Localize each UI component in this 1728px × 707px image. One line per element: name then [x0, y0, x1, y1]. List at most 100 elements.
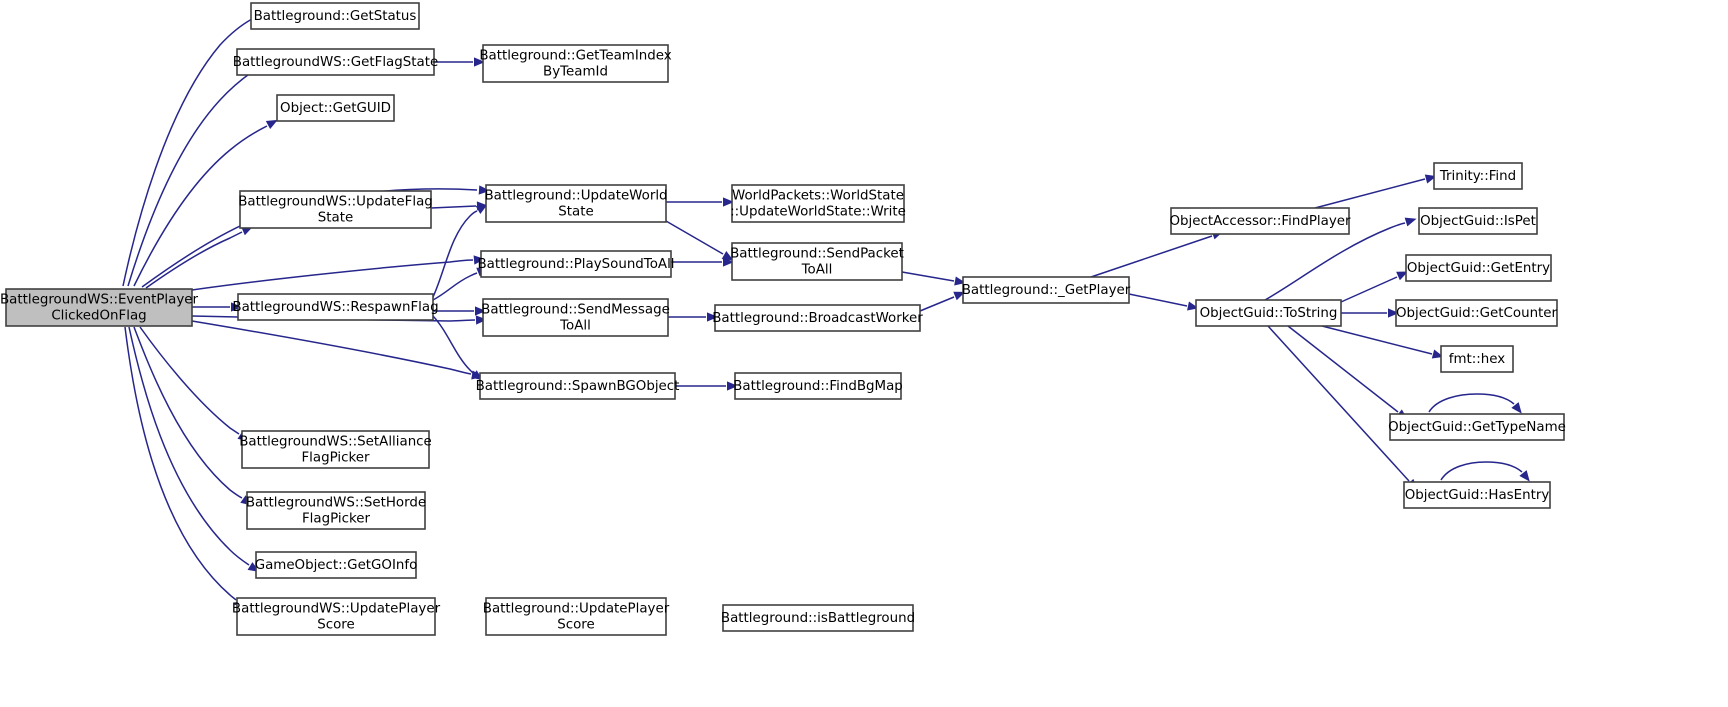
arrow-head-icon — [475, 204, 488, 214]
graph-node[interactable]: ObjectGuid::HasEntry — [1403, 481, 1551, 509]
arrow-head-icon — [727, 381, 738, 391]
node-box[interactable] — [1433, 162, 1523, 190]
graph-node[interactable]: Battleground::_GetPlayer — [962, 276, 1131, 304]
node-box[interactable] — [1170, 207, 1350, 235]
graph-node[interactable]: ObjectGuid::GetTypeName — [1388, 413, 1566, 441]
node-box[interactable] — [250, 2, 420, 30]
node-box[interactable] — [714, 304, 921, 332]
node-label: Trinity::Find — [1439, 169, 1516, 184]
graph-node[interactable]: ObjectGuid::GetEntry — [1405, 254, 1552, 282]
node-box[interactable] — [255, 551, 417, 579]
node-box[interactable] — [236, 597, 436, 636]
node-box[interactable] — [731, 242, 903, 281]
node-box[interactable] — [482, 44, 669, 83]
graph-node[interactable]: WorldPackets::WorldState::UpdateWorldSta… — [730, 184, 906, 223]
graph-node[interactable]: Object::GetGUID — [276, 94, 395, 122]
node-label: Battleground::BroadcastWorker — [712, 311, 923, 326]
node-box[interactable] — [239, 190, 432, 229]
node-box[interactable] — [731, 184, 905, 223]
arrow-head-icon — [231, 302, 242, 312]
edges-layer — [122, 11, 1530, 609]
node-label: ObjectGuid::GetTypeName — [1388, 420, 1566, 435]
graph-node[interactable]: ObjectGuid::IsPet — [1418, 207, 1538, 235]
node-box[interactable] — [1403, 481, 1551, 509]
node-box[interactable] — [241, 430, 430, 469]
call-edge — [133, 125, 268, 287]
node-box[interactable] — [734, 372, 902, 400]
graph-node[interactable]: BattlegroundWS::RespawnFlag — [232, 293, 439, 321]
node-box[interactable] — [276, 94, 395, 122]
call-edge — [1321, 325, 1433, 355]
arrow-head-icon — [265, 119, 278, 130]
node-box-current[interactable] — [5, 288, 193, 327]
call-edge — [432, 272, 478, 301]
node-label: ObjectGuid::ToString — [1200, 306, 1338, 321]
node-label: Battleground::PlaySoundToAll — [477, 257, 674, 272]
graph-node[interactable]: Battleground::GetStatus — [250, 2, 420, 30]
node-box[interactable] — [722, 604, 914, 632]
node-box[interactable] — [1405, 254, 1552, 282]
node-box[interactable] — [482, 298, 669, 337]
node-box[interactable] — [1395, 299, 1558, 327]
arrow-head-icon — [723, 197, 734, 207]
call-edge — [122, 18, 253, 287]
graph-node[interactable]: BattlegroundWS::GetFlagState — [233, 48, 438, 76]
node-label: fmt::hex — [1449, 352, 1506, 367]
graph-node[interactable]: ObjectGuid::GetCounter — [1395, 299, 1558, 327]
arrow-head-icon — [1396, 271, 1409, 281]
node-box[interactable] — [1418, 207, 1538, 235]
graph-node[interactable]: GameObject::GetGOInfo — [255, 551, 418, 579]
call-edge — [1287, 325, 1399, 413]
node-box[interactable] — [1195, 299, 1342, 327]
node-label: Battleground::SpawnBGObject — [476, 379, 680, 394]
graph-node[interactable]: ObjectAccessor::FindPlayer — [1169, 207, 1351, 235]
graph-node[interactable]: Battleground::BroadcastWorker — [712, 304, 923, 332]
node-box[interactable] — [246, 491, 426, 530]
node-box[interactable] — [1440, 345, 1514, 373]
arrow-head-icon — [707, 312, 718, 322]
graph-node[interactable]: Trinity::Find — [1433, 162, 1523, 190]
arrow-head-icon — [1519, 470, 1530, 482]
arrow-head-icon — [478, 185, 490, 195]
node-box[interactable] — [479, 372, 676, 400]
graph-node[interactable]: ObjectGuid::ToString — [1195, 299, 1342, 327]
call-edge — [919, 296, 955, 312]
node-label: ObjectAccessor::FindPlayer — [1169, 214, 1351, 229]
call-edge — [139, 326, 240, 435]
call-edge — [665, 220, 724, 255]
node-label: GameObject::GetGOInfo — [255, 558, 418, 573]
node-box[interactable] — [962, 276, 1130, 304]
graph-node[interactable]: Battleground::SpawnBGObject — [476, 372, 680, 400]
node-box[interactable] — [485, 184, 667, 223]
node-box[interactable] — [236, 48, 435, 76]
node-box[interactable] — [237, 293, 434, 321]
node-box[interactable] — [1389, 413, 1565, 441]
graph-node[interactable]: Battleground::FindBgMap — [733, 372, 903, 400]
node-box[interactable] — [480, 250, 672, 278]
node-label: Battleground::GetStatus — [254, 9, 417, 24]
call-edge — [1340, 276, 1398, 303]
call-edge — [128, 326, 250, 566]
graph-node[interactable]: Battleground::PlaySoundToAll — [477, 250, 675, 278]
graph-node[interactable]: Battleground::isBattleground — [721, 604, 915, 632]
call-edge — [1428, 393, 1515, 413]
node-box[interactable] — [485, 597, 667, 636]
call-edge — [127, 71, 253, 287]
graph-node[interactable]: fmt::hex — [1440, 345, 1514, 373]
